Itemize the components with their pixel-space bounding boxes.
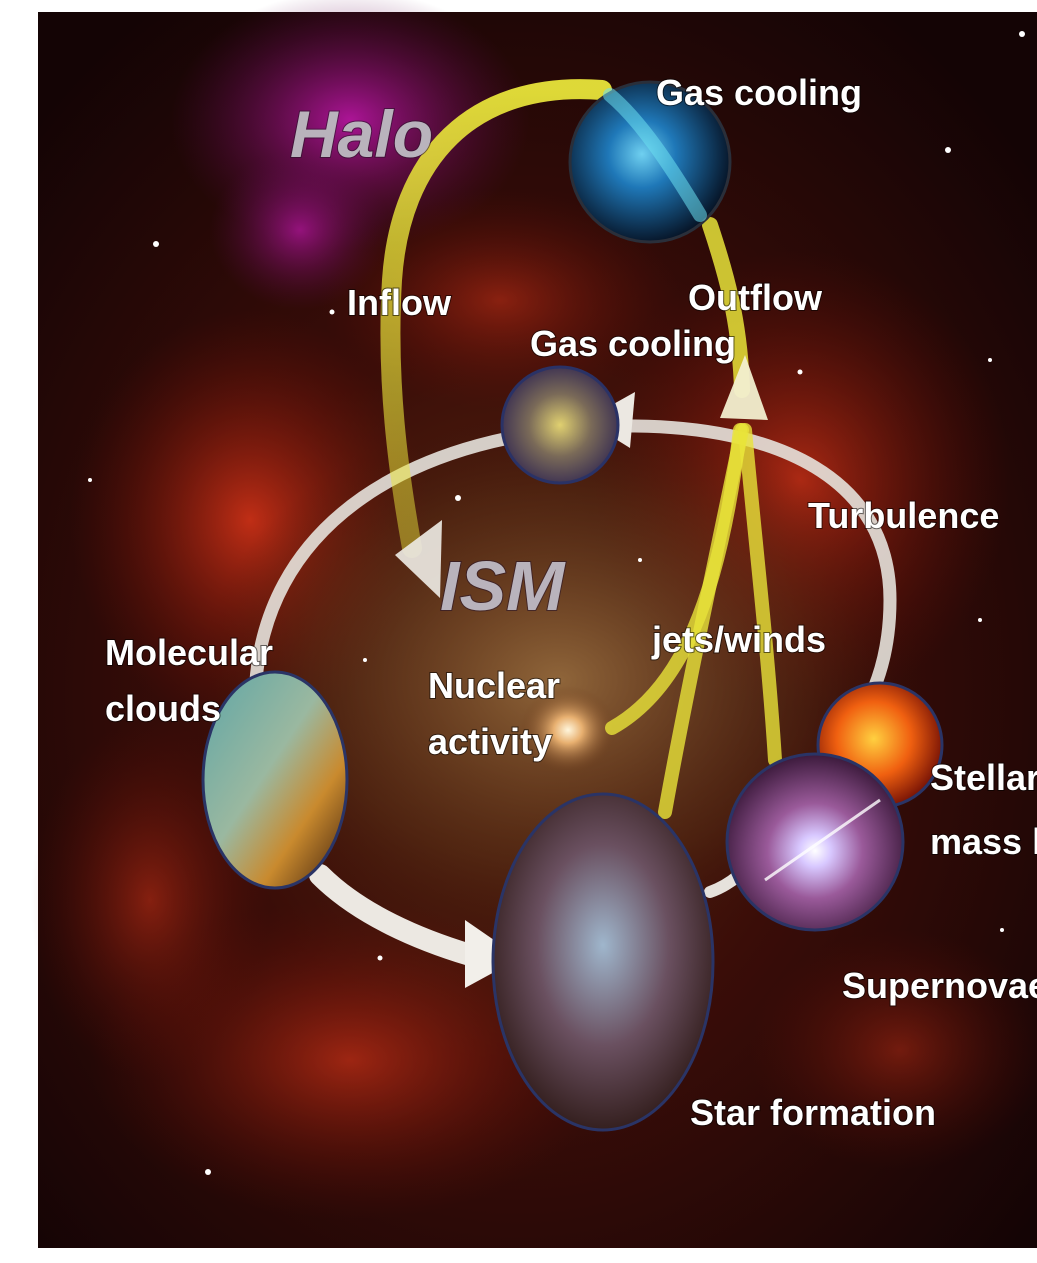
- star-formation-image: [493, 794, 713, 1130]
- frame-border: [0, 0, 38, 1263]
- gas-cooling-ism-label: Gas cooling: [530, 323, 736, 364]
- supernovae-image: [727, 754, 903, 930]
- gas-cooling-ism-image: [502, 367, 618, 483]
- supernovae-label: Supernovae: [842, 965, 1037, 1006]
- star-formation-label: Star formation: [690, 1092, 936, 1133]
- nuclear-activity-line: activity: [428, 721, 552, 762]
- stellar-mass-loss-line: mass lo: [930, 821, 1037, 862]
- molecular-clouds-line: Molecular: [105, 632, 273, 673]
- molecular-clouds-image: [203, 672, 347, 888]
- frame-border: [0, 1248, 1037, 1263]
- stellar-mass-loss-line: Stellar: [930, 757, 1037, 798]
- outflow-label: Outflow: [688, 277, 823, 318]
- jets-winds-label: jets/winds: [651, 619, 826, 660]
- frame-border: [38, 0, 1037, 12]
- gas-cooling-halo-label: Gas cooling: [656, 72, 862, 113]
- inflow-label: Inflow: [347, 282, 452, 323]
- turbulence-label: Turbulence: [808, 495, 999, 536]
- halo-label: Halo: [290, 97, 433, 171]
- nuclear-activity-line: Nuclear: [428, 665, 560, 706]
- ism-label: ISM: [440, 547, 566, 625]
- molecular-clouds-line: clouds: [105, 688, 221, 729]
